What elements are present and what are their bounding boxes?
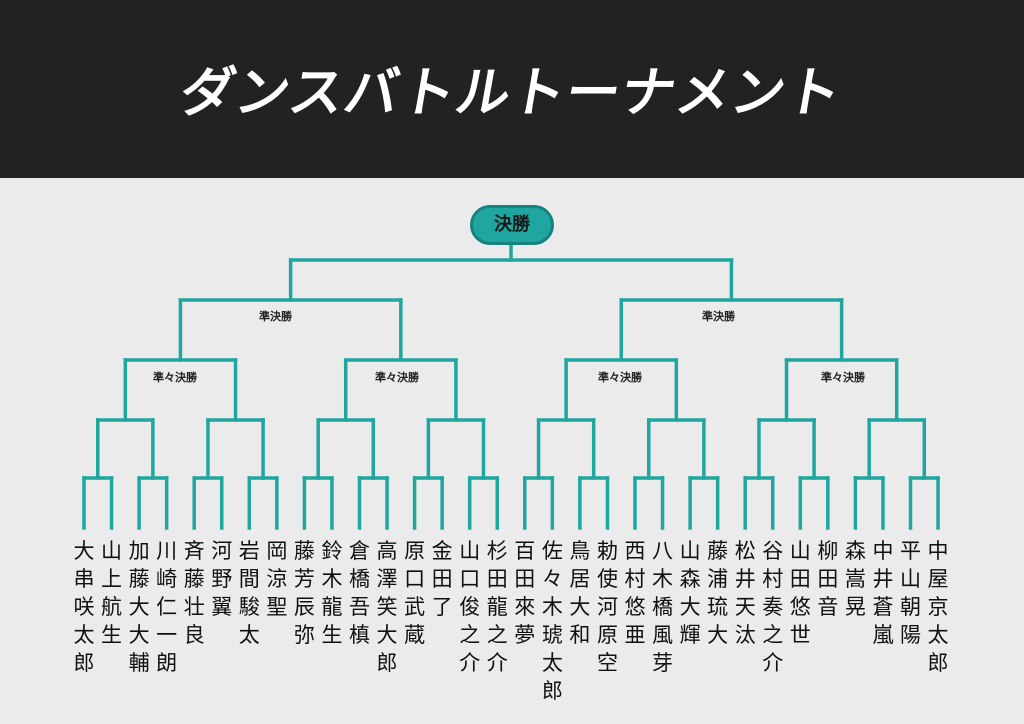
participant-name: 金田了 — [431, 539, 453, 619]
quarterfinal-label-1: 準々決勝 — [150, 369, 200, 385]
participant-name: 高澤笑大郎 — [376, 539, 398, 675]
participant-name: 鈴木龍生 — [321, 539, 343, 647]
participant-name: 百田來夢 — [514, 539, 536, 647]
participant-name: 山上航生 — [101, 539, 123, 647]
participant-name: 斉藤壮良 — [183, 539, 205, 647]
participant-name: 倉橋吾槙 — [349, 539, 370, 647]
participant-name: 山口俊之介 — [459, 539, 481, 675]
participant-name: 森嵩晃 — [844, 539, 866, 619]
participant-name: 杉田龍之介 — [486, 539, 508, 675]
quarterfinal-label-3: 準々決勝 — [595, 369, 645, 385]
participant-name: 大串咲太郎 — [73, 539, 95, 675]
participant-name: 佐々木琥太郎 — [541, 539, 563, 703]
participant-name: 八木橋風芽 — [652, 539, 674, 675]
header-banner: ダンスバトルトーナメント — [0, 0, 1024, 178]
participant-name: 藤浦琉大 — [707, 539, 729, 647]
quarterfinal-label-4: 準々決勝 — [818, 369, 868, 385]
participant-name: 中屋京太郎 — [927, 539, 949, 675]
participant-name: 加藤大大輔 — [128, 539, 150, 675]
participant-name: 鳥居大和 — [569, 539, 591, 647]
participant-name: 山森大輝 — [679, 539, 701, 647]
participant-name: 勅使河原空 — [596, 539, 618, 675]
participant-name: 河野翼 — [211, 539, 233, 619]
quarterfinal-label-2: 準々決勝 — [372, 369, 422, 385]
semifinal-label-left: 準決勝 — [256, 308, 295, 324]
participant-name: 柳田音 — [817, 539, 839, 619]
participant-name: 岡涼聖 — [266, 539, 288, 619]
semifinal-label-right: 準決勝 — [699, 308, 738, 324]
participant-name: 谷村奏之介 — [762, 539, 784, 675]
participant-name: 岩間駿太 — [238, 539, 260, 647]
participant-name: 中井蒼嵐 — [872, 539, 894, 647]
participant-name: 平山朝陽 — [900, 539, 921, 647]
participant-name: 藤芳辰弥 — [293, 539, 315, 647]
final-badge: 決勝 — [470, 205, 554, 245]
participant-name: 原口武蔵 — [404, 539, 426, 647]
participant-name: 川崎仁一朗 — [156, 539, 178, 675]
participant-name: 山田悠世 — [789, 539, 811, 647]
participant-name: 松井天汰 — [734, 539, 756, 647]
participant-name: 西村悠亜 — [624, 539, 646, 647]
